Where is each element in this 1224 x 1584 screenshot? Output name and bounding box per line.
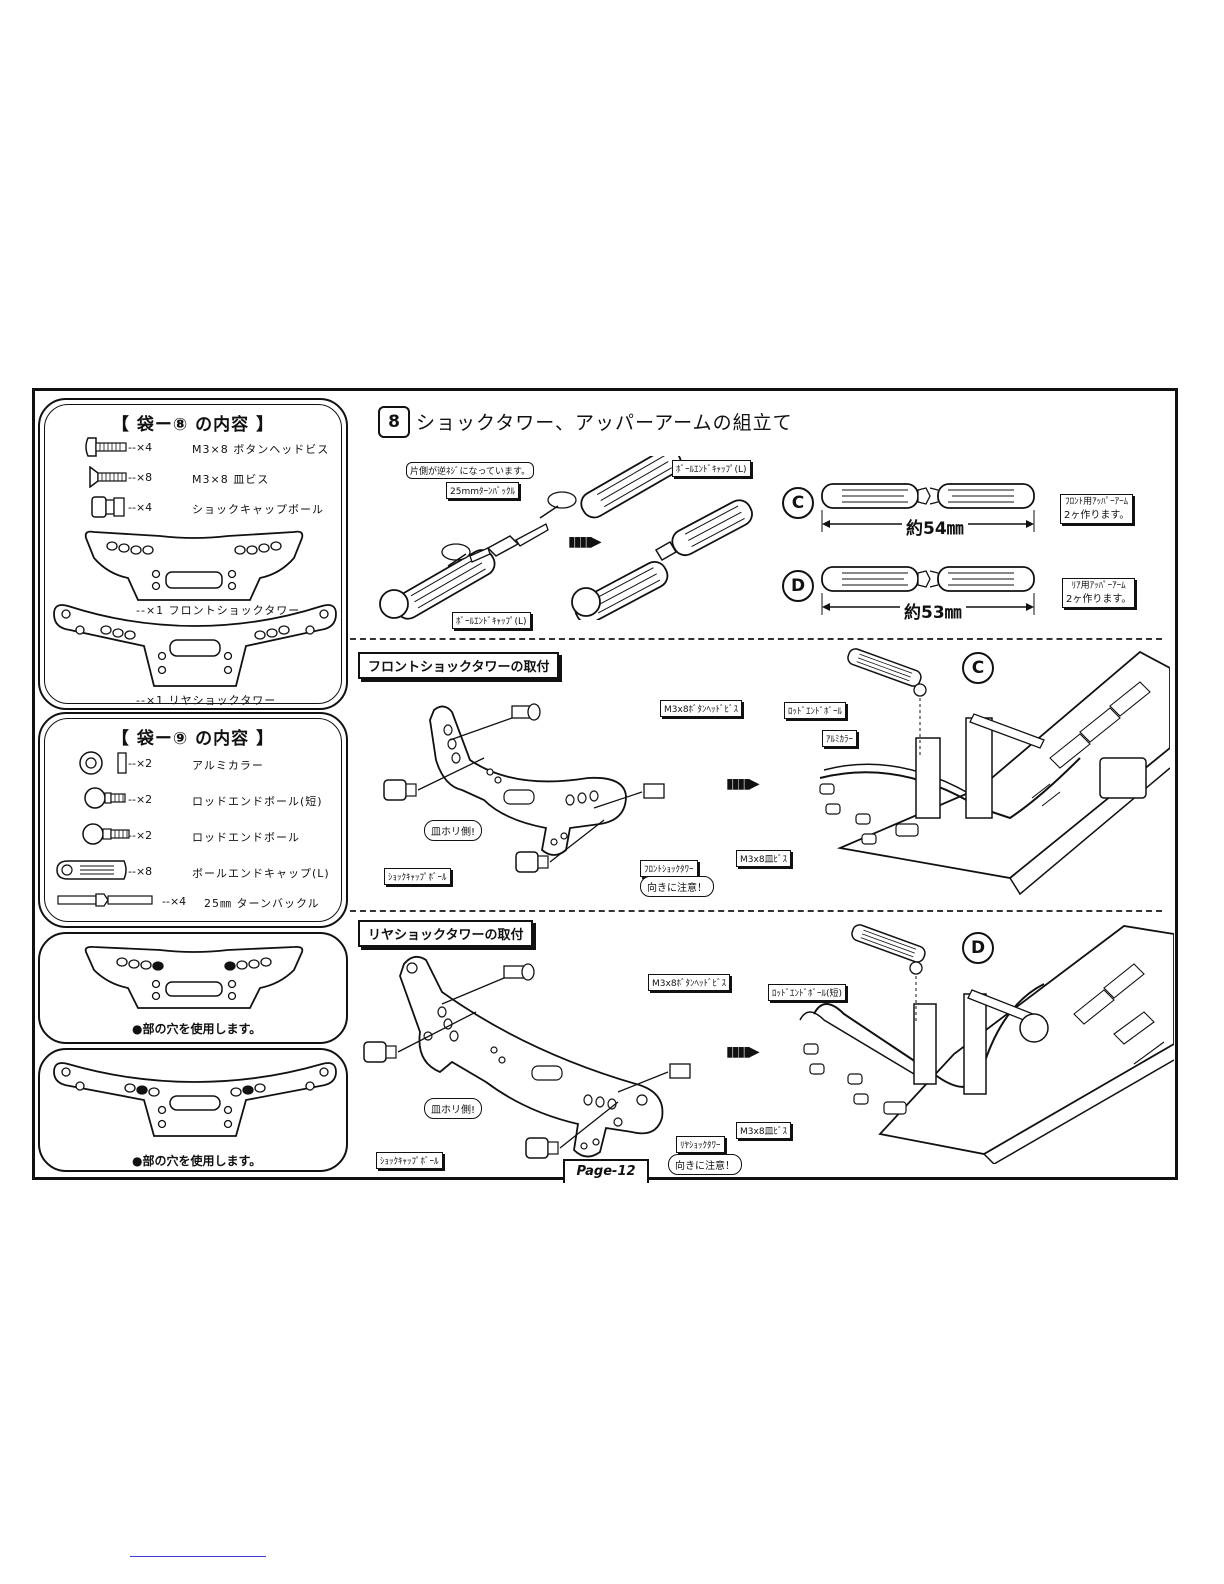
rear-tower-label: --×1 リヤショックタワー xyxy=(136,694,277,707)
bag8-item: --×8 M3×8 皿ビス xyxy=(54,462,344,492)
front-collar-label: ｱﾙﾐｶﾗｰ xyxy=(822,730,858,747)
rear-tower-exploded-drawing xyxy=(363,955,691,1159)
bag9-item: --×2 アルミカラー xyxy=(54,748,344,778)
rear-tower-label: ﾘﾔｼｮｯｸﾀﾜｰ xyxy=(676,1136,725,1153)
bag8-item: --×4 M3×8 ボタンヘッドビス xyxy=(54,432,344,462)
assembly-arrow-icon: ▮▮▮▮▶ xyxy=(568,534,602,550)
front-rod-end-label: ﾛｯﾄﾞｴﾝﾄﾞﾎﾞｰﾙ xyxy=(784,702,847,719)
section-divider xyxy=(350,638,1162,640)
reverse-thread-note: 片側が逆ﾈｼﾞになっています。 xyxy=(406,462,535,479)
rear-tower-holes-drawing xyxy=(53,1062,337,1137)
front-flat-screw-label: M3x8皿ﾋﾞｽ xyxy=(736,850,792,867)
bag8-title: 【 袋ー⑧ の内容 】 xyxy=(111,415,275,435)
front-install-arrow-icon: ▮▮▮▮▶ xyxy=(726,776,760,792)
front-arm-letter: C xyxy=(962,652,994,684)
front-countersink-note: 皿ホリ側! xyxy=(424,820,483,841)
upper-arm-exploded-drawing xyxy=(379,456,682,620)
front-cap-ball-label: ｼｮｯｸｷｬｯﾌﾟﾎﾞｰﾙ xyxy=(384,868,451,885)
section-divider xyxy=(350,910,1162,912)
rear-rod-end-label: ﾛｯﾄﾞｴﾝﾄﾞﾎﾞｰﾙ(短) xyxy=(768,984,847,1001)
rod-end-ball-short-icon xyxy=(84,787,126,809)
bag9-panel: 【 袋ー⑨ の内容 】 --×2 アルミカラー --×2 ロッドエンドボール(短… xyxy=(38,712,348,928)
front-tower-exploded-drawing xyxy=(383,703,665,873)
button-head-screw-icon xyxy=(85,437,127,457)
rear-shock-tower-drawing xyxy=(53,604,337,687)
bag9-item: --×2 ロッドエンドボール xyxy=(54,820,344,850)
bag9-item: --×4 25㎜ ターンバックル xyxy=(54,886,350,916)
rear-arm-letter: D xyxy=(962,932,994,964)
rear-cap-ball-label: ｼｮｯｸｷｬｯﾌﾟﾎﾞｰﾙ xyxy=(376,1152,443,1169)
rear-direction-note: 向きに注意！ xyxy=(668,1154,742,1175)
arm-d-drawing xyxy=(821,566,1035,615)
front-screw-label: M3x8ﾎﾞﾀﾝﾍｯﾄﾞﾋﾞｽ xyxy=(660,700,743,717)
footer-line xyxy=(130,1556,266,1557)
rod-end-ball-icon xyxy=(82,823,130,845)
page-number: Page-12 xyxy=(563,1159,649,1183)
cap-bottom-label: ﾎﾞｰﾙｴﾝﾄﾞｷｬｯﾌﾟ(L) xyxy=(452,612,531,629)
rear-flat-screw-label: M3x8皿ﾋﾞｽ xyxy=(736,1122,792,1139)
front-shock-tower-drawing xyxy=(84,530,304,601)
front-chassis-drawing xyxy=(819,648,1170,896)
front-hole-note: ●部の穴を使用します。 xyxy=(132,1022,262,1036)
rear-screw-label: M3x8ﾎﾞﾀﾝﾍｯﾄﾞﾋﾞｽ xyxy=(648,974,731,991)
arm-c-note: ﾌﾛﾝﾄ用ｱｯﾊﾟｰｱｰﾑ 2ヶ作ります。 xyxy=(1060,494,1134,524)
front-tower-label: ﾌﾛﾝﾄｼｮｯｸﾀﾜｰ xyxy=(640,860,698,877)
ball-end-cap-icon xyxy=(56,860,127,880)
shock-cap-ball-icon xyxy=(91,496,125,518)
arm-d-note: ﾘｱ用ｱｯﾊﾟｰｱｰﾑ 2ヶ作ります。 xyxy=(1062,578,1136,608)
countersunk-screw-icon xyxy=(89,466,127,488)
rear-hole-note: ●部の穴を使用します。 xyxy=(132,1154,262,1168)
turnbuckle-label: 25mmﾀｰﾝﾊﾞｯｸﾙ xyxy=(446,482,519,499)
bag8-item: --×4 ショックキャップボール xyxy=(54,492,344,522)
bag9-item: --×2 ロッドエンドボール(短) xyxy=(54,784,344,814)
front-direction-note: 向きに注意！ xyxy=(640,876,714,897)
step-number-box: 8 xyxy=(378,406,410,438)
arm-c-length: 約54㎜ xyxy=(902,514,968,539)
turnbuckle-icon xyxy=(57,893,153,907)
aluminum-collar-icon xyxy=(79,751,127,775)
arm-d-letter: D xyxy=(782,570,814,602)
bag9-title: 【 袋ー⑨ の内容 】 xyxy=(111,729,275,749)
rear-install-arrow-icon: ▮▮▮▮▶ xyxy=(726,1044,760,1060)
front-hole-note-panel: ●部の穴を使用します。 xyxy=(38,932,348,1044)
rear-countersink-note: 皿ホリ側! xyxy=(424,1098,483,1119)
arm-d-length: 約53㎜ xyxy=(900,598,966,623)
cap-top-label: ﾎﾞｰﾙｴﾝﾄﾞｷｬｯﾌﾟ(L) xyxy=(672,460,751,477)
front-tower-label: --×1 フロントショックタワー xyxy=(136,604,301,617)
front-tower-holes-drawing xyxy=(84,945,304,1009)
bag8-panel: 【 袋ー⑧ の内容 】 --×4 M3×8 ボタンヘッドビス --×8 M3×8… xyxy=(38,398,348,710)
front-section-heading: フロントショックタワーの取付 xyxy=(358,652,560,679)
arm-c-letter: C xyxy=(782,487,814,519)
arm-c-drawing xyxy=(821,483,1035,532)
rear-chassis-drawing xyxy=(799,924,1174,1164)
bag9-item: --×8 ボールエンドキャップ(L) xyxy=(54,856,344,886)
rear-hole-note-panel: ●部の穴を使用します。 xyxy=(38,1048,348,1172)
upper-arm-assembled-drawing xyxy=(571,499,753,620)
rear-section-heading: リヤショックタワーの取付 xyxy=(358,920,534,947)
step-title: ショックタワー、アッパーアームの組立て xyxy=(416,412,793,434)
